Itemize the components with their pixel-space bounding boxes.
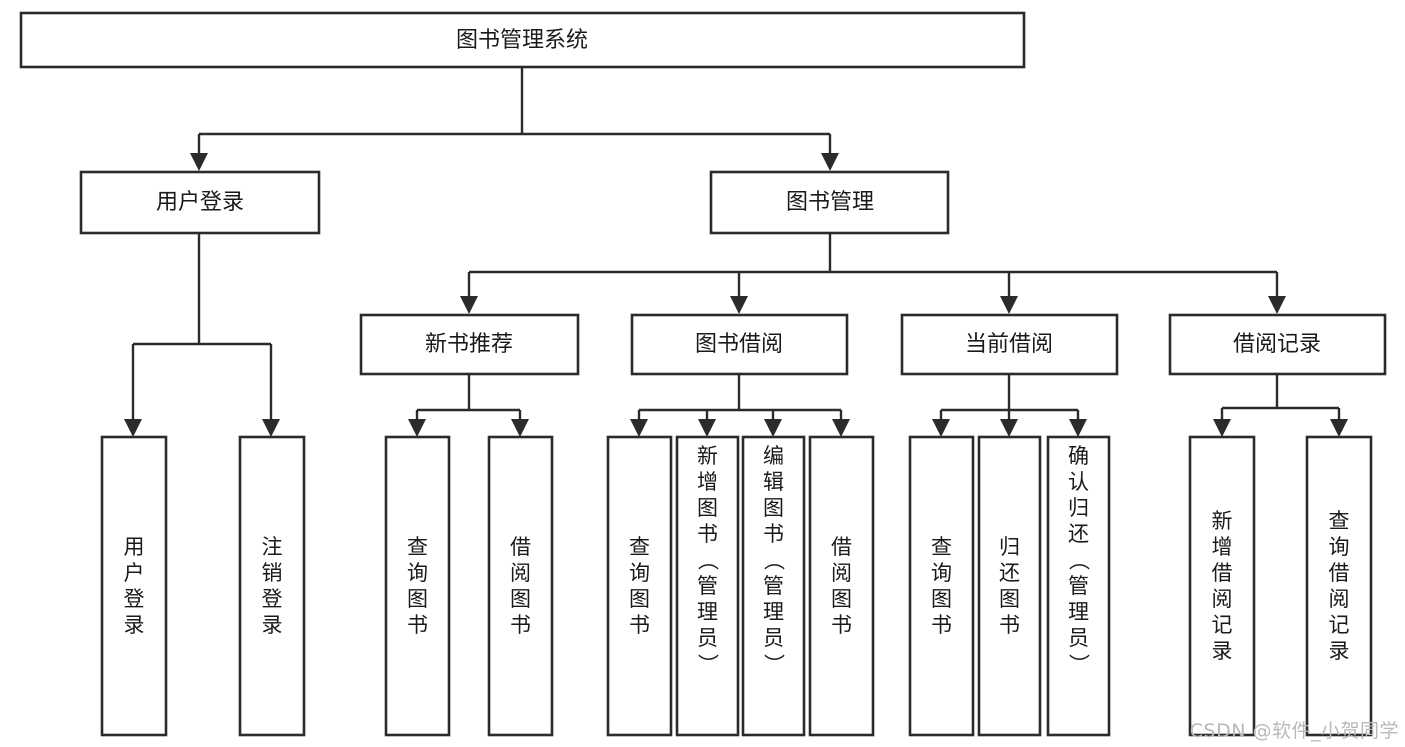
arrow-to-leaf-query-book-2	[630, 419, 648, 437]
node-leaf-query-book-2[interactable]	[606, 435, 673, 737]
label-book-borrow: 图书借阅	[695, 332, 783, 357]
node-book-manage[interactable]	[709, 170, 950, 235]
node-boxes	[19, 11, 1387, 737]
node-leaf-query-borrow-record[interactable]	[1305, 435, 1373, 737]
arrow-to-book-manage	[821, 153, 839, 171]
arrow-to-leaf-confirm-return-admin	[1069, 419, 1087, 437]
arrow-to-leaf-return-book	[1000, 419, 1018, 437]
arrow-to-current-borrow	[1000, 296, 1018, 314]
label-user-login: 用户登录	[156, 190, 244, 215]
node-leaf-borrow-book-2[interactable]	[808, 435, 875, 737]
arrow-to-user-login	[190, 153, 208, 171]
node-leaf-query-book-3[interactable]	[908, 435, 975, 737]
arrow-to-borrow-records	[1268, 296, 1286, 314]
arrow-to-leaf-edit-book-admin	[764, 419, 782, 437]
arrow-to-leaf-borrow-book-1	[511, 419, 529, 437]
arrow-to-book-borrow	[730, 296, 748, 314]
node-leaf-logout-login[interactable]	[238, 435, 306, 737]
node-borrow-records[interactable]	[1168, 313, 1387, 376]
node-leaf-edit-book-admin[interactable]	[741, 435, 806, 737]
arrow-to-leaf-add-book-admin	[698, 419, 716, 437]
horizontal-labels: 图书管理系统 用户登录 图书管理 新书推荐 图书借阅 当前借阅 借阅记录	[156, 28, 1321, 357]
arrow-to-leaf-user-login	[124, 419, 142, 437]
label-borrow-records: 借阅记录	[1233, 332, 1321, 357]
node-leaf-add-book-admin[interactable]	[675, 435, 740, 737]
node-leaf-confirm-return-admin[interactable]	[1046, 435, 1111, 737]
csdn-watermark: CSDN @软件_小贺同学	[1189, 720, 1399, 742]
label-root: 图书管理系统	[456, 28, 588, 53]
node-leaf-query-book-1[interactable]	[384, 435, 451, 737]
node-new-book-recommend[interactable]	[359, 313, 580, 376]
node-leaf-add-borrow-record[interactable]	[1188, 435, 1256, 737]
arrow-to-leaf-add-borrow-record	[1213, 419, 1231, 437]
node-root[interactable]	[19, 11, 1026, 69]
label-new-book-recommend: 新书推荐	[425, 332, 513, 357]
arrow-to-leaf-borrow-book-2	[832, 419, 850, 437]
label-book-manage: 图书管理	[786, 190, 874, 215]
node-leaf-return-book[interactable]	[977, 435, 1042, 737]
node-current-borrow[interactable]	[900, 313, 1119, 376]
arrow-to-leaf-query-book-3	[932, 419, 950, 437]
label-current-borrow: 当前借阅	[965, 332, 1053, 357]
node-leaf-user-login[interactable]	[100, 435, 168, 737]
node-book-borrow[interactable]	[630, 313, 849, 376]
node-user-login[interactable]	[79, 170, 321, 235]
arrow-to-new-book-recommend	[460, 296, 478, 314]
arrow-to-leaf-query-book-1	[408, 419, 426, 437]
connectors	[131, 67, 1341, 420]
arrow-to-leaf-logout-login	[262, 419, 280, 437]
node-leaf-borrow-book-1[interactable]	[487, 435, 554, 737]
arrow-to-leaf-query-borrow-record	[1330, 419, 1348, 437]
